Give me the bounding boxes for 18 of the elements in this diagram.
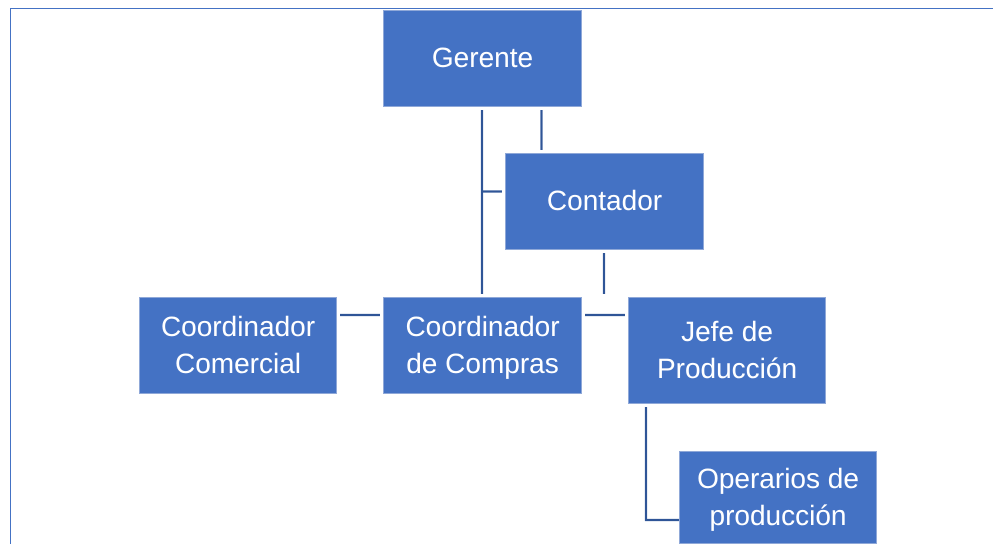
- role-label: Coordinador de Compras: [404, 310, 561, 381]
- role-label: Coordinador Comercial: [160, 310, 316, 380]
- org-box: [139, 297, 337, 394]
- org-box: [628, 297, 826, 404]
- org-box: [383, 10, 582, 107]
- connector-line: [480, 110, 484, 294]
- role-label: Jefe de Producción: [656, 315, 798, 386]
- connector-line: [480, 108, 543, 193]
- connector-line: [340, 314, 380, 316]
- org-box: [505, 153, 704, 250]
- role-label: Contador: [546, 184, 662, 218]
- connector-line: [585, 314, 625, 316]
- role-label: Gerente: [432, 41, 534, 76]
- org-box: [679, 451, 877, 544]
- connector-line: [602, 253, 606, 294]
- org-box: [383, 297, 582, 394]
- connector-line: [644, 407, 679, 522]
- role-label: Operarios de producción: [696, 462, 860, 533]
